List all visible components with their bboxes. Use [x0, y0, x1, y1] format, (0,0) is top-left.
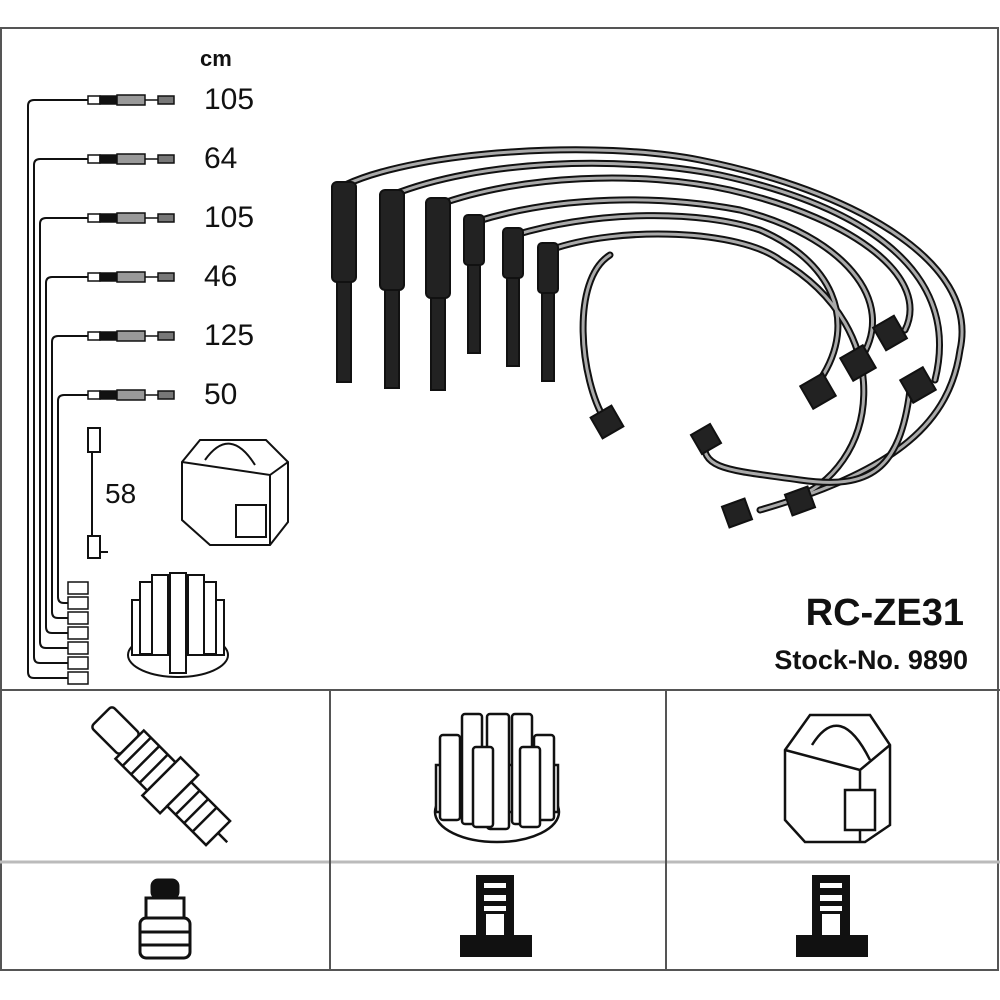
plug-terminal-icon	[138, 878, 192, 960]
distributor-cap-small-icon	[127, 572, 229, 678]
lead-length-schematic	[27, 99, 108, 679]
lead-length-2: 64	[204, 142, 238, 175]
lead-length-4: 46	[204, 260, 238, 293]
coil-lead-length: 58	[105, 478, 137, 509]
ignition-leads	[341, 146, 966, 514]
frame	[0, 27, 1000, 971]
ignition-coil-small-icon	[181, 439, 289, 546]
lead-length-5: 125	[204, 319, 255, 352]
ignition-coil-icon	[783, 713, 892, 844]
model-number: RC-ZE31	[805, 592, 964, 634]
lead-length-6: 50	[204, 378, 238, 411]
spark-plug-icon	[91, 706, 232, 847]
stock-number: Stock-No. 9890	[774, 645, 968, 675]
coil-terminal-icon	[796, 875, 868, 957]
cap-terminal-icon	[460, 875, 532, 957]
lead-length-1: 105	[204, 83, 255, 116]
distributor-cap-icon	[433, 712, 561, 844]
plug-boots	[331, 181, 938, 529]
unit-label: cm	[200, 46, 232, 71]
lead-connectors	[67, 94, 175, 685]
lead-length-3: 105	[204, 201, 255, 234]
